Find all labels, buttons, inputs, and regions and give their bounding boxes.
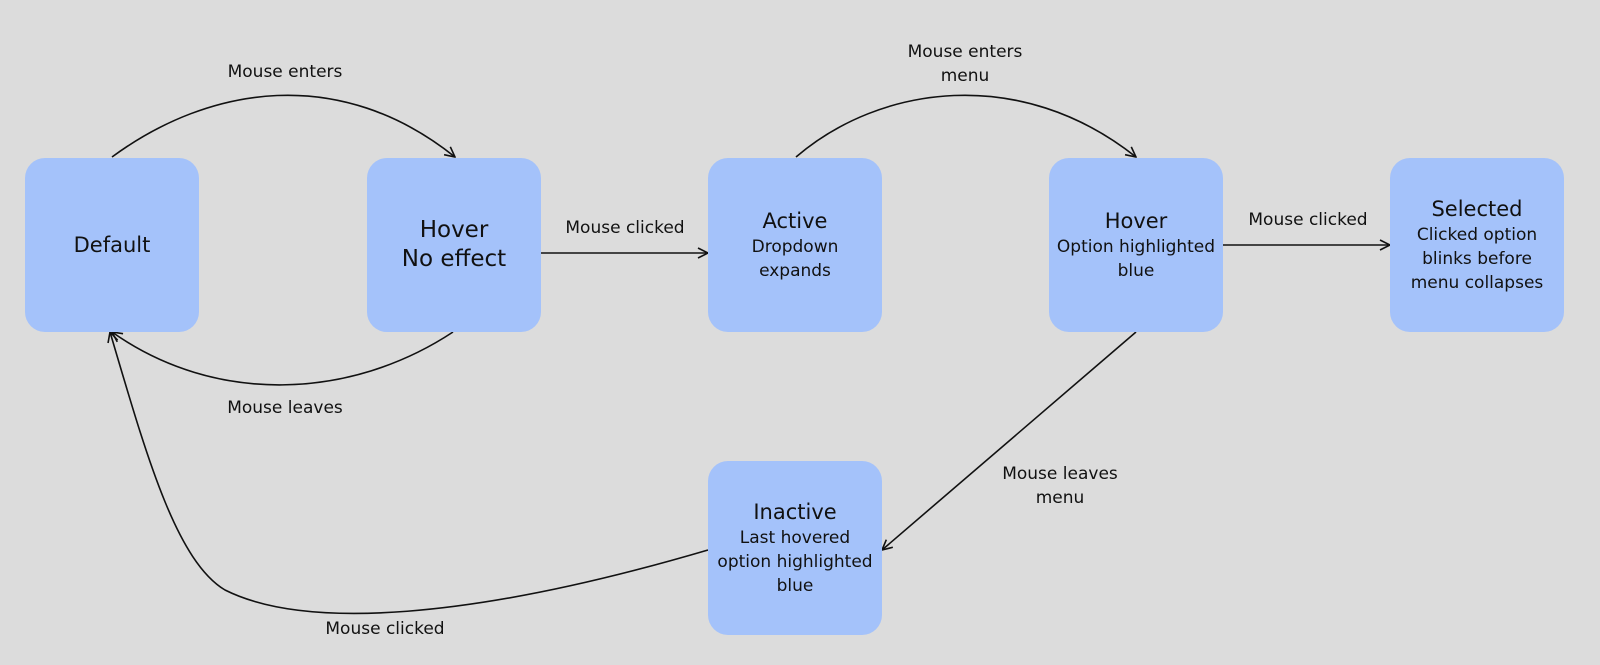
edge-label-mouse-enters: Mouse enters bbox=[227, 62, 343, 82]
state-active-title: Active bbox=[762, 208, 828, 233]
state-selected-title: Selected bbox=[1431, 196, 1523, 221]
edge-inactive-to-default bbox=[110, 332, 709, 615]
state-active: Active Dropdown expands bbox=[708, 158, 882, 332]
edge-label-mouse-clicked-2: Mouse clicked bbox=[1248, 210, 1368, 230]
state-hover-option-title: Hover bbox=[1104, 208, 1168, 233]
edge-hover-to-default bbox=[112, 332, 454, 386]
state-inactive-desc: Last hovered option highlighted blue bbox=[717, 527, 873, 596]
state-hover-no-effect-title: Hover bbox=[419, 217, 489, 243]
edge-label-mouse-leaves-menu: Mouse leaves menu bbox=[1002, 464, 1118, 508]
edge-label-mouse-clicked-1: Mouse clicked bbox=[565, 218, 685, 238]
state-inactive: Inactive Last hovered option highlighted… bbox=[708, 461, 882, 635]
edge-hover-option-to-inactive bbox=[882, 331, 1137, 550]
state-default: Default bbox=[25, 158, 199, 332]
state-hover-no-effect-desc: No effect bbox=[401, 246, 507, 272]
state-selected: Selected Clicked option blinks before me… bbox=[1390, 158, 1564, 332]
state-hover-option: Hover Option highlighted blue bbox=[1049, 158, 1223, 332]
edge-label-mouse-enters-menu: Mouse enters menu bbox=[907, 42, 1023, 86]
state-active-desc: Dropdown expands bbox=[751, 236, 839, 281]
edge-label-mouse-clicked-3: Mouse clicked bbox=[325, 619, 445, 639]
state-hover-option-desc: Option highlighted blue bbox=[1056, 236, 1216, 281]
edge-default-to-hover bbox=[111, 94, 455, 157]
state-inactive-title: Inactive bbox=[753, 499, 837, 524]
state-hover-no-effect: Hover No effect bbox=[367, 158, 541, 332]
state-default-title: Default bbox=[73, 232, 151, 257]
edge-active-to-hover-option bbox=[795, 94, 1136, 157]
edge-label-mouse-leaves: Mouse leaves bbox=[227, 398, 343, 418]
state-selected-desc: Clicked option blinks before menu collap… bbox=[1410, 224, 1544, 293]
